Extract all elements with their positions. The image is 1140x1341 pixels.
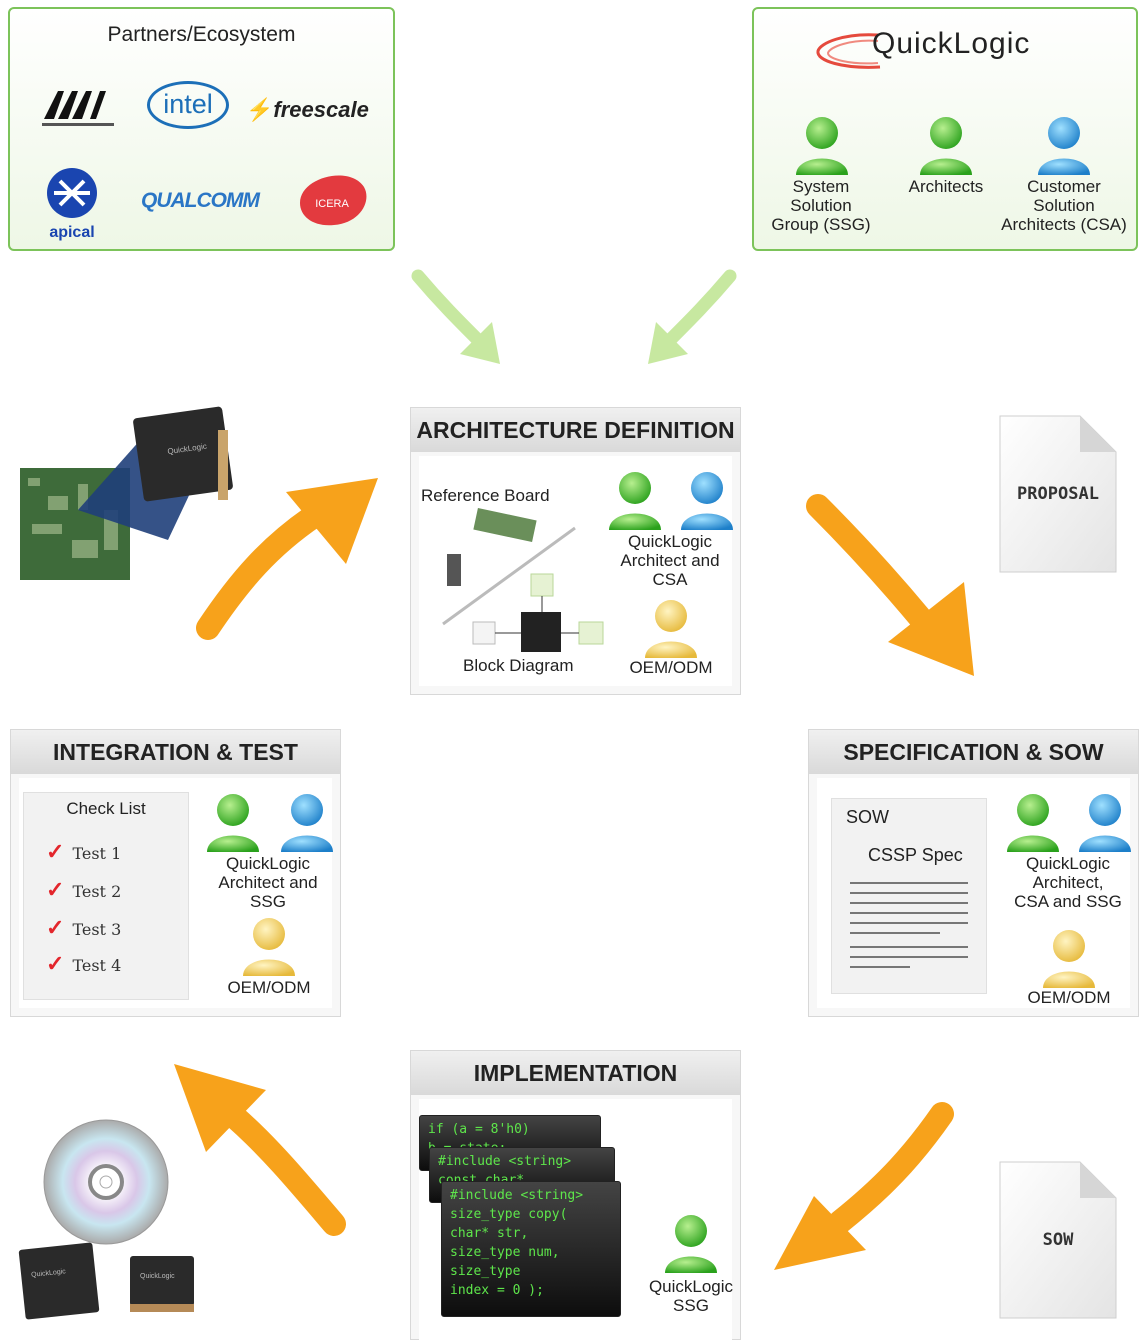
checkmark-icon: ✓ <box>46 877 65 903</box>
ssg-person-icon <box>665 1215 717 1273</box>
role-ssg-label: System Solution Group (SSG) <box>771 177 871 234</box>
checklist-item: ✓Test 2 <box>46 877 122 903</box>
csa-person-icon <box>1079 794 1131 852</box>
quicklogic-logo: QuickLogic <box>814 25 1114 79</box>
checklist-card: Check List ✓Test 1 ✓Test 2 ✓Test 3 ✓Test… <box>23 792 189 1000</box>
integration-people-label: QuickLogic Architect and SSG <box>218 854 318 911</box>
sow-heading: SOW <box>846 807 889 827</box>
proposal-label: PROPOSAL <box>1017 484 1099 504</box>
implementation-title: IMPLEMENTATION <box>411 1051 740 1095</box>
checkmark-icon: ✓ <box>46 915 65 941</box>
checkmark-icon: ✓ <box>46 951 65 977</box>
architecture-oem-label: OEM/ODM <box>629 658 713 677</box>
architect-person-icon <box>207 794 259 852</box>
integration-test-panel: INTEGRATION & TEST Check List ✓Test 1 ✓T… <box>10 729 341 1017</box>
reference-board-and-chip-image: QuickLogic <box>18 400 238 582</box>
role-csa-label: Customer Solution Architects (CSA) <box>1001 177 1127 234</box>
partners-panel: Partners/Ecosystem intel ⚡freescale apic… <box>8 7 395 251</box>
block-diagram-icon <box>472 573 604 652</box>
sow-label: SOW <box>1042 1230 1074 1250</box>
architecture-definition-panel: ARCHITECTURE DEFINITION Reference Board … <box>410 407 741 695</box>
specification-people-label: QuickLogic Architect, CSA and SSG <box>1014 854 1122 911</box>
csa-person-icon <box>1038 117 1090 175</box>
specification-oem-label: OEM/ODM <box>1027 988 1111 1007</box>
quicklogic-panel: QuickLogic System Solution Group (SSG) A… <box>752 7 1138 251</box>
icera-logo: ICERA <box>290 169 372 231</box>
csa-person-icon <box>681 472 733 530</box>
architecture-definition-title: ARCHITECTURE DEFINITION <box>411 408 740 452</box>
specification-sow-panel: SPECIFICATION & SOW SOW CSSP Spec QuickL… <box>808 729 1139 1017</box>
integration-to-architecture-arrow <box>196 478 378 640</box>
integration-test-title: INTEGRATION & TEST <box>11 730 340 774</box>
role-architects-label: Architects <box>908 177 984 196</box>
partners-to-architecture-arrow <box>411 269 500 364</box>
implementation-to-integration-arrow <box>174 1064 346 1236</box>
qualcomm-logo: QUALCOMM <box>141 189 260 212</box>
apical-logo: apical <box>42 165 102 245</box>
ssg-person-icon <box>796 117 848 175</box>
checklist-item: ✓Test 1 <box>46 839 122 865</box>
code-snippet: #include <string> size_type copy( char* … <box>441 1181 621 1317</box>
cssp-spec-heading: CSSP Spec <box>868 845 963 865</box>
oem-person-icon <box>645 600 697 658</box>
architecture-to-specification-arrow <box>806 494 974 676</box>
ssg-person-icon <box>281 794 333 852</box>
intel-logo: intel <box>147 81 229 129</box>
implementation-panel: IMPLEMENTATION if (a = 8'h0) b = state; … <box>410 1050 741 1341</box>
oem-person-icon <box>1043 930 1095 988</box>
partners-title: Partners/Ecosystem <box>107 23 296 46</box>
checklist-title: Check List <box>66 799 146 818</box>
freescale-logo: ⚡freescale <box>246 97 369 122</box>
integration-oem-label: OEM/ODM <box>227 978 311 997</box>
oem-person-icon <box>243 918 295 976</box>
marvell-logo <box>38 81 118 131</box>
architecture-people-label: QuickLogic Architect and CSA <box>620 532 720 589</box>
disc-and-chips-image: QuickLogic QuickLogic <box>18 1118 208 1330</box>
sow-document-icon: SOW <box>998 1160 1118 1320</box>
svg-text:QuickLogic: QuickLogic <box>31 1268 67 1279</box>
specification-sow-title: SPECIFICATION & SOW <box>809 730 1138 774</box>
svg-text:ICERA: ICERA <box>315 198 349 210</box>
architect-person-icon <box>1007 794 1059 852</box>
svg-text:QuickLogic: QuickLogic <box>140 1273 175 1280</box>
quicklogic-to-architecture-arrow <box>648 269 737 364</box>
specification-to-implementation-arrow <box>774 1102 954 1270</box>
architects-person-icon <box>920 117 972 175</box>
architect-person-icon <box>609 472 661 530</box>
block-diagram-label: Block Diagram <box>463 656 574 675</box>
reference-board-label: Reference Board <box>421 486 550 505</box>
implementation-people-label: QuickLogic SSG <box>648 1277 734 1315</box>
proposal-document-icon: PROPOSAL <box>998 414 1118 574</box>
spec-document-card: SOW CSSP Spec <box>831 798 987 994</box>
checkmark-icon: ✓ <box>46 839 65 865</box>
spec-text-lines <box>850 882 968 968</box>
checklist-item: ✓Test 3 <box>46 915 122 941</box>
reference-board-icon <box>442 508 576 626</box>
checklist-item: ✓Test 4 <box>46 951 122 977</box>
